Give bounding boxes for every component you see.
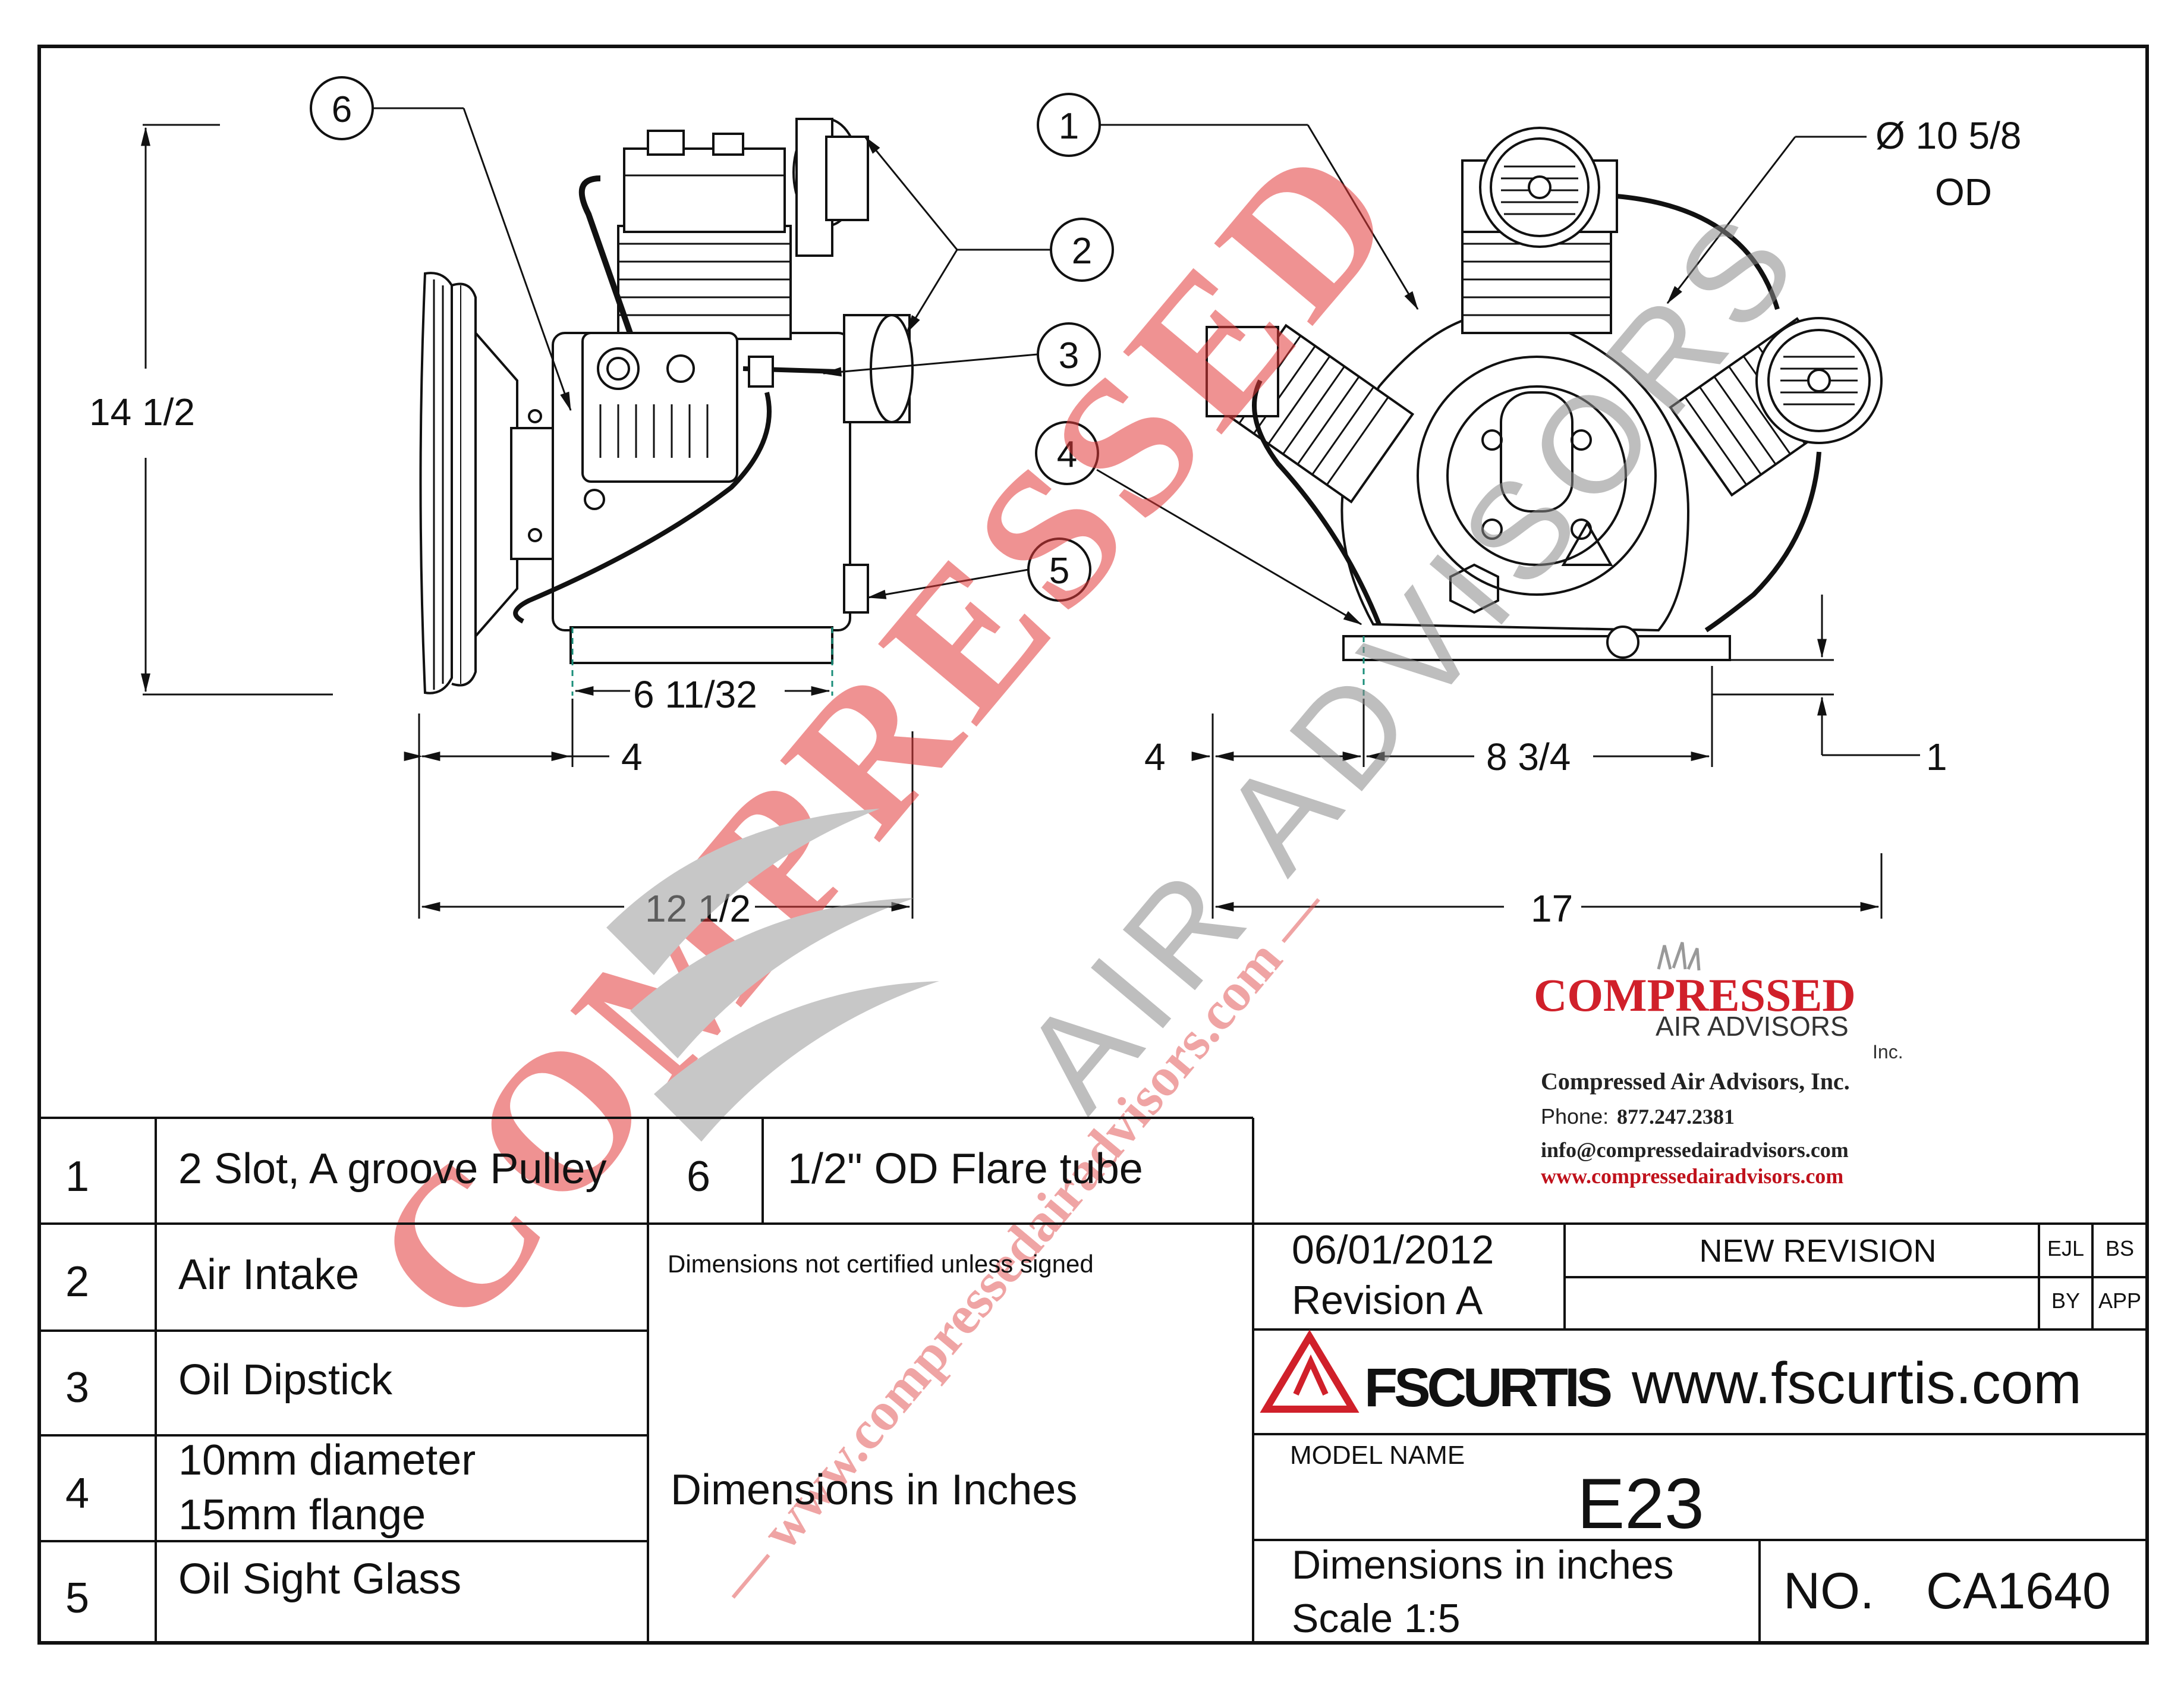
oil-sight-glass	[843, 564, 869, 614]
callout-6: 6	[310, 76, 374, 140]
part-description: 1/2" OD Flare tube	[788, 1145, 1143, 1193]
svg-text:2: 2	[1072, 231, 1092, 272]
front-view-drawing	[1206, 127, 1883, 661]
left-intake-box	[1206, 326, 1279, 417]
callout-4: 4	[1035, 421, 1099, 485]
revision-col-ejl: EJL	[2047, 1236, 2084, 1261]
revision-by: BY	[2051, 1288, 2080, 1313]
part-description: 2 Slot, A groove Pulley	[178, 1145, 606, 1193]
revision-col-bs: BS	[2106, 1236, 2134, 1261]
dimension-lines	[141, 124, 1920, 919]
vendor-phone: 877.247.2381	[1617, 1105, 1735, 1129]
callout-5: 5	[1027, 538, 1091, 602]
revision-app: APP	[2098, 1288, 2141, 1313]
part-number: 2	[65, 1258, 89, 1306]
units-note: Dimensions in Inches	[671, 1466, 1077, 1514]
title-block-text: 06/01/2012 Revision A NEW REVISION EJL B…	[1260, 1227, 2141, 1641]
crankcase-base	[569, 626, 833, 664]
vendor-logo-inc: Inc.	[1873, 1041, 1903, 1063]
model-name-label: MODEL NAME	[1290, 1441, 1465, 1470]
fscurtis-url[interactable]: www.fscurtis.com	[1631, 1350, 2082, 1416]
svg-text:6: 6	[332, 89, 352, 130]
vendor-phone-label: Phone:	[1541, 1104, 1609, 1129]
revision-note: NEW REVISION	[1699, 1233, 1936, 1269]
part-description-line2: 15mm flange	[178, 1491, 426, 1539]
dim-height: 14 1/2	[89, 391, 195, 433]
part-description: Oil Sight Glass	[178, 1555, 461, 1603]
fscurtis-logo: FSCURTIS	[1260, 1329, 1615, 1418]
callout-2: 2	[1050, 218, 1114, 282]
vendor-website[interactable]: www.compressedairadvisors.com	[1541, 1164, 1843, 1188]
callout-1: 1	[1037, 93, 1101, 157]
dim-front-offset: 4	[1144, 736, 1166, 778]
vendor-block: COMPRESSED AIR ADVISORS Inc. Compressed …	[1534, 942, 1903, 1188]
revision-date: 06/01/2012	[1292, 1227, 1494, 1272]
flywheel-od: OD	[1935, 171, 1992, 213]
drawing-number-label: NO.	[1783, 1563, 1874, 1620]
part-row-5: 5 Oil Sight Glass	[65, 1555, 461, 1622]
return-tube	[513, 392, 772, 624]
cylinder-head	[623, 147, 786, 233]
sheet-border	[37, 45, 2149, 1645]
flywheel-diameter: Ø 10 5/8	[1875, 114, 2022, 157]
certified-note: Dimensions not certified unless signed	[668, 1250, 1094, 1278]
part-number: 6	[687, 1153, 710, 1200]
drawing-number: CA1640	[1926, 1563, 2111, 1620]
watermark-swoosh	[606, 809, 939, 1142]
model-name: E23	[1577, 1464, 1704, 1544]
dim-feet-width: 6 11/32	[633, 673, 757, 716]
svg-text:1: 1	[1059, 106, 1079, 147]
scale-note: Scale 1:5	[1292, 1596, 1461, 1641]
part-number: 1	[65, 1153, 89, 1200]
part-row-1: 1 2 Slot, A groove Pulley	[65, 1145, 606, 1200]
part-number: 3	[65, 1364, 89, 1412]
svg-text:4: 4	[1057, 434, 1077, 475]
svg-text:5: 5	[1049, 551, 1069, 592]
front-crank-housing	[1417, 356, 1657, 596]
part-description: Oil Dipstick	[178, 1356, 393, 1404]
part-description: Air Intake	[178, 1251, 359, 1299]
dim-feet-span: 8 3/4	[1486, 736, 1571, 778]
vendor-logo-sub: AIR ADVISORS	[1656, 1011, 1849, 1042]
part-row-2: 2 Air Intake	[65, 1251, 359, 1306]
callout-leaders	[373, 107, 1867, 626]
pulley	[419, 272, 518, 694]
svg-text:3: 3	[1059, 335, 1079, 376]
vendor-company: Compressed Air Advisors, Inc.	[1541, 1068, 1850, 1095]
part-number: 4	[65, 1470, 89, 1517]
base-feet	[1342, 635, 1731, 661]
parts-table	[39, 1117, 1254, 1643]
callout-3: 3	[1037, 322, 1101, 386]
dims-note: Dimensions in inches	[1292, 1542, 1674, 1588]
parts-text: 1 2 Slot, A groove Pulley 6 1/2" OD Flar…	[65, 1145, 1143, 1622]
dim-foot-height: 1	[1926, 736, 1947, 778]
part-row-6: 6 1/2" OD Flare tube	[687, 1145, 1143, 1200]
dim-overall-width: 17	[1531, 887, 1573, 930]
fscurtis-brand: FSCURTIS	[1364, 1357, 1611, 1418]
revision-label: Revision A	[1292, 1278, 1483, 1323]
callout-bubbles: 6 1 2 3 4 5	[310, 76, 1114, 602]
side-view-drawing	[419, 118, 914, 694]
vendor-email[interactable]: info@compressedairadvisors.com	[1541, 1138, 1849, 1162]
part-description: 10mm diameter	[178, 1437, 476, 1484]
flare-tube	[578, 175, 633, 334]
vendor-logo: COMPRESSED AIR ADVISORS Inc.	[1534, 942, 1903, 1063]
vendor-logo-main: COMPRESSED	[1534, 969, 1856, 1021]
part-number: 5	[65, 1574, 89, 1622]
dim-pulley-offset: 4	[621, 736, 643, 778]
title-block	[1253, 1222, 2147, 1643]
part-row-3: 3 Oil Dipstick	[65, 1356, 393, 1412]
part-row-4: 4 10mm diameter 15mm flange	[65, 1437, 476, 1539]
